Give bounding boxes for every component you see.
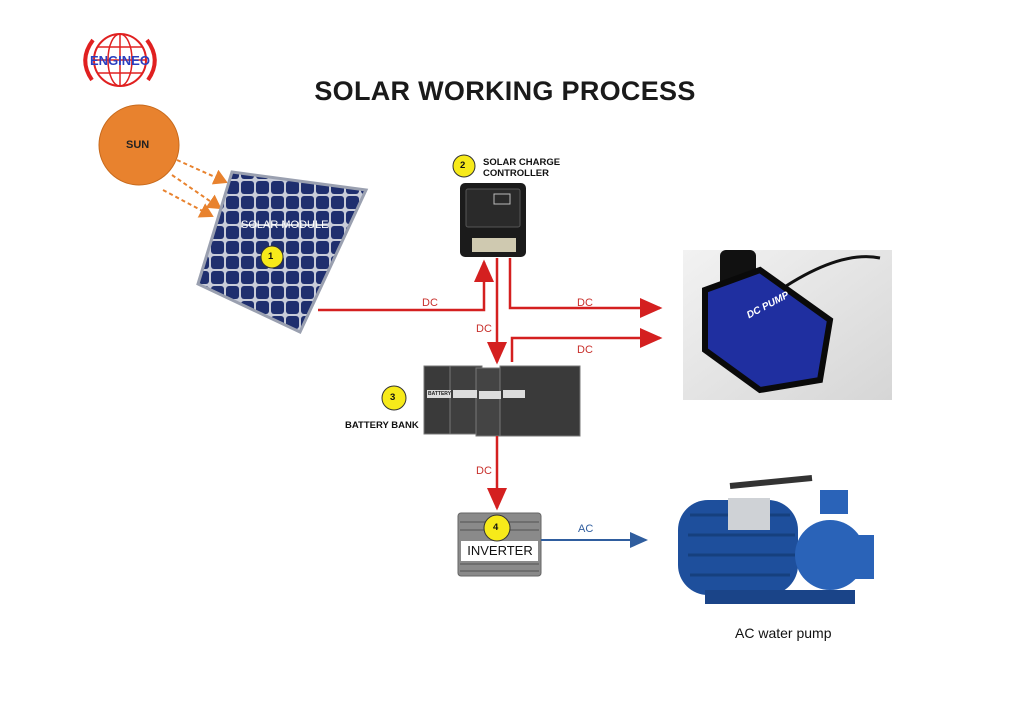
number-badges — [260, 154, 511, 542]
dc-label-panel: DC — [422, 297, 438, 309]
inverter-label: INVERTER — [467, 543, 533, 558]
solar-module-label: SOLAR MODULE — [241, 219, 329, 231]
badge-3: 3 — [390, 392, 396, 403]
charge-controller-label-line1: SOLAR CHARGE — [483, 157, 561, 168]
charge-controller-label-line2: CONTROLLER — [483, 168, 549, 179]
badge-4: 4 — [493, 522, 499, 533]
dc-label-controller-pump: DC — [577, 297, 593, 309]
ac-label: AC — [578, 523, 594, 535]
battery-bank — [423, 365, 581, 437]
battery-case-text: BATTERY — [428, 391, 452, 397]
ac-water-pump — [678, 475, 874, 604]
dc-flow-lines — [318, 258, 663, 511]
engineo-logo: ENGINEO — [83, 33, 157, 87]
sun — [98, 104, 180, 186]
charge-controller — [460, 183, 526, 257]
ac-pump-caption: AC water pump — [735, 625, 832, 641]
page-title: SOLAR WORKING PROCESS — [314, 76, 696, 106]
badge-2: 2 — [460, 160, 466, 171]
sun-label: SUN — [126, 139, 150, 151]
badge-1: 1 — [268, 251, 274, 262]
battery-bank-label: BATTERY BANK — [345, 420, 419, 431]
dc-label-controller-battery: DC — [476, 323, 492, 335]
dc-pump-photo — [683, 250, 892, 400]
inverter-device — [457, 512, 542, 577]
charge-controller-label: SOLAR CHARGE CONTROLLER — [483, 157, 560, 179]
sunlight-rays — [162, 159, 228, 218]
svg-text:ENGINEO: ENGINEO — [90, 53, 150, 68]
dc-label-battery-inverter: DC — [476, 465, 492, 477]
dc-label-battery-pump: DC — [577, 344, 593, 356]
